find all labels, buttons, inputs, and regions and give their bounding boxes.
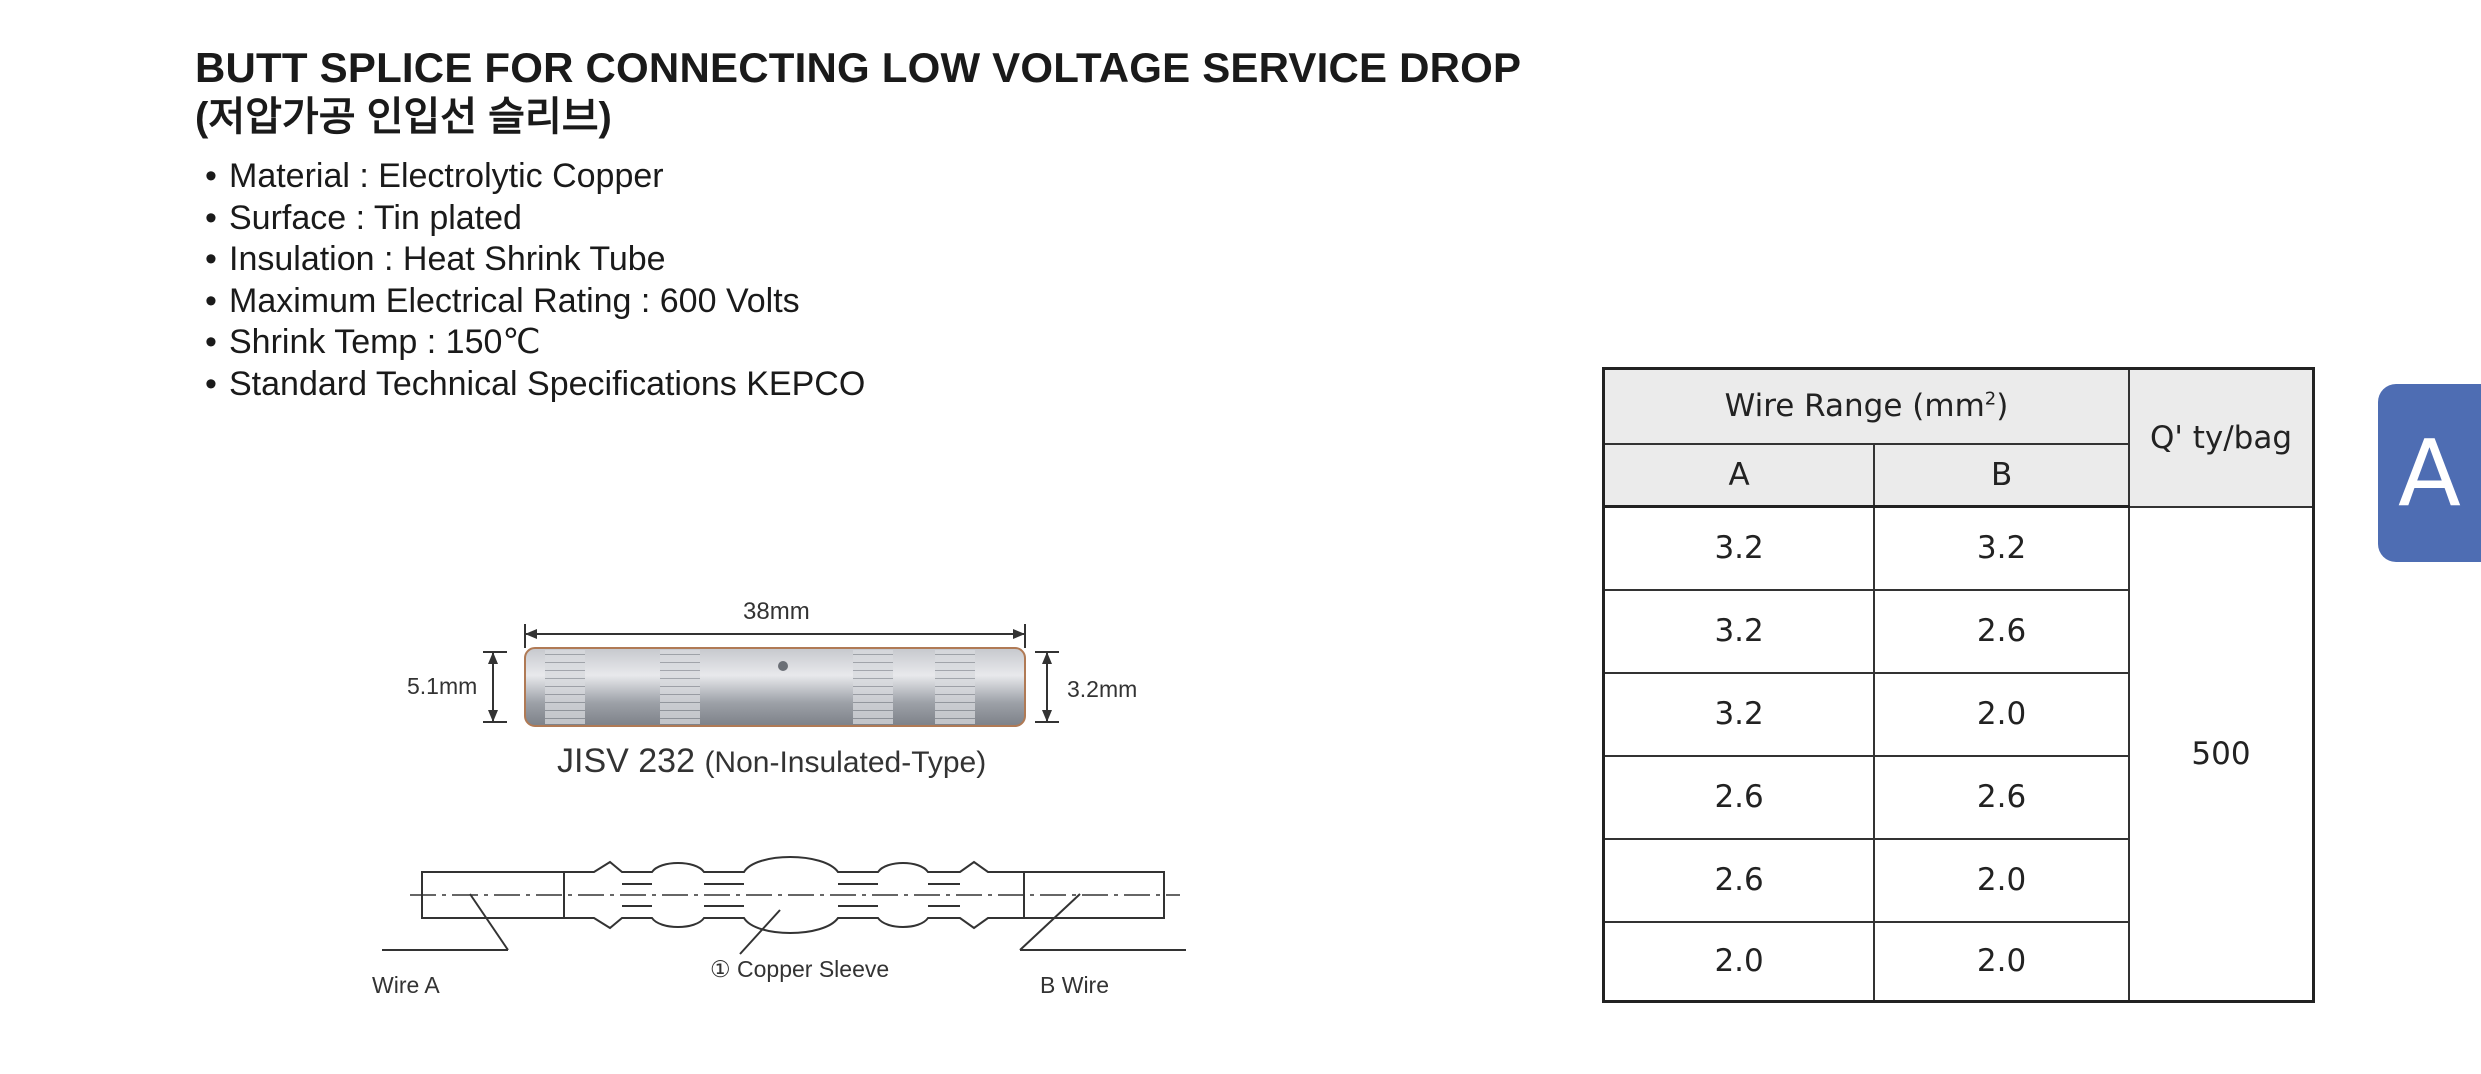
bullet-icon: • — [205, 240, 217, 278]
bullet-icon: • — [205, 323, 217, 361]
page-subtitle: (저압가공 인입선 슬리브) — [195, 95, 612, 139]
sleeve-cross-section-drawing: Wire A ① Copper Sleeve B Wire — [360, 850, 1200, 1010]
table-row: 3.2 3.2 500 — [1602, 505, 2315, 1003]
table-row: 2.6 2.6 — [1602, 754, 2314, 840]
cell-a: 2.0 — [1602, 920, 1876, 1003]
column-a-header: A — [1602, 442, 1876, 508]
caption-type: (Non-Insulated-Type) — [704, 746, 987, 779]
copper-sleeve-label: ① Copper Sleeve — [710, 956, 890, 982]
table-row: 3.2 2.6 — [1602, 588, 2314, 674]
section-tab-a[interactable]: A — [2378, 384, 2481, 562]
cell-b: 2.6 — [1873, 754, 2130, 840]
cell-a: 2.6 — [1602, 754, 1876, 840]
spec-item: •Material : Electrolytic Copper — [205, 156, 865, 198]
spec-item: •Insulation : Heat Shrink Tube — [205, 239, 865, 281]
spec-item: •Standard Technical Specifications KEPCO — [205, 364, 865, 406]
length-dimension-label: 38mm — [743, 598, 810, 625]
qty-value: 500 — [2127, 505, 2315, 1003]
spec-list: •Material : Electrolytic Copper •Surface… — [205, 156, 865, 405]
spec-item: •Maximum Electrical Rating : 600 Volts — [205, 281, 865, 323]
cell-a: 3.2 — [1602, 588, 1876, 674]
cross-section-graphic — [382, 856, 1186, 955]
wire-range-header: Wire Range (mm2) — [1601, 367, 2130, 445]
sleeve-photo-graphic — [483, 624, 1059, 727]
left-dimension-label: 5.1mm — [407, 673, 478, 699]
bullet-icon: • — [205, 198, 217, 237]
bullet-icon: • — [205, 364, 217, 403]
column-b-header: B — [1873, 442, 2130, 508]
table-row: 3.2 2.0 — [1602, 671, 2314, 757]
bullet-icon: • — [205, 157, 217, 195]
photo-caption: JISV 232 (Non-Insulated-Type) — [557, 742, 986, 781]
wire-a-label: Wire A — [372, 972, 440, 998]
spec-item: •Shrink Temp : 150℃ — [205, 322, 865, 364]
qty-header: Q' ty/bag — [2127, 367, 2315, 508]
caption-model: JISV 232 — [557, 742, 695, 780]
page-title: BUTT SPLICE FOR CONNECTING LOW VOLTAGE S… — [195, 44, 1522, 91]
wire-range-table: Wire Range (mm2) Q' ty/bag A B 3.2 3.2 5… — [1601, 367, 2315, 1003]
cell-a: 3.2 — [1602, 505, 1876, 591]
cell-b: 3.2 — [1873, 505, 2130, 591]
cell-a: 2.6 — [1602, 837, 1876, 923]
cell-a: 3.2 — [1602, 671, 1876, 757]
cell-b: 2.0 — [1873, 671, 2130, 757]
cell-b: 2.0 — [1873, 837, 2130, 923]
table-row: 2.0 2.0 — [1602, 920, 2314, 1003]
table-row: 2.6 2.0 — [1602, 837, 2314, 923]
cell-b: 2.0 — [1873, 920, 2130, 1003]
sleeve-photo: 5.1mm 3.2mm 38mm — [395, 590, 1175, 790]
cell-b: 2.6 — [1873, 588, 2130, 674]
bullet-icon: • — [205, 281, 217, 320]
spec-item: •Surface : Tin plated — [205, 198, 865, 240]
wire-b-label: B Wire — [1040, 972, 1109, 998]
right-dimension-label: 3.2mm — [1067, 676, 1138, 702]
